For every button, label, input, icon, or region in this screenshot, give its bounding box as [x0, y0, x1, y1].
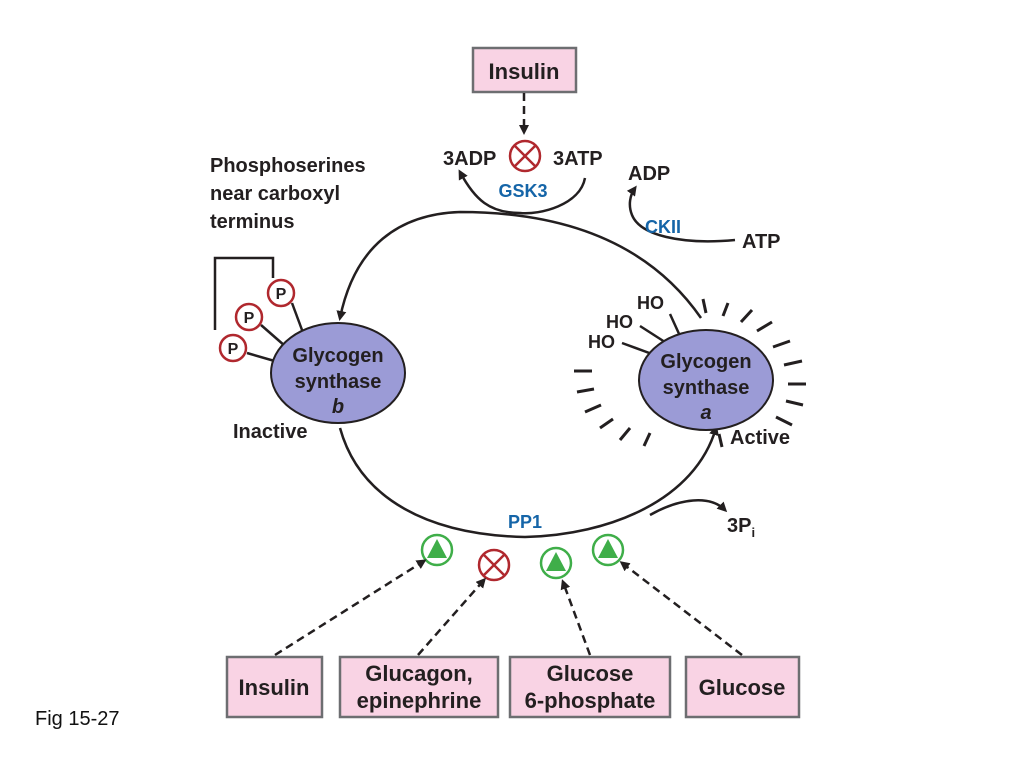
glycogen-synthase-b — [270, 322, 406, 424]
phosphoserines-line3: terminus — [210, 211, 294, 233]
enzyme-b-line2: synthase — [295, 371, 382, 393]
phosphoserines-line2: near carboxyl — [210, 183, 340, 205]
phosphate-label: P — [244, 310, 255, 327]
insulin-bottom-arrow — [274, 559, 427, 657]
glucose-6p-line2: 6-phosphate — [525, 688, 656, 713]
glucose-box — [684, 655, 801, 719]
epinephrine-label: epinephrine — [357, 688, 482, 713]
glucagon-epinephrine-box — [338, 655, 500, 719]
insulin-top-label: Insulin — [489, 59, 560, 84]
pp1-product-label: 3Pi — [727, 515, 755, 540]
glucose-6-phosphate-box — [508, 655, 672, 719]
enzyme-b-line3: b — [332, 396, 344, 418]
figure-caption: Fig 15-27 — [35, 708, 120, 730]
phosphate-icon — [234, 302, 264, 332]
hydroxyl-label: HO — [606, 312, 633, 332]
glucagon-label: Glucagon, — [365, 661, 473, 686]
phosphoserines-bracket — [213, 256, 275, 330]
gsk3-inhibit-icon — [508, 139, 542, 173]
pp1-effect-icon-g6p — [539, 546, 573, 580]
phosphate-icon — [266, 278, 296, 308]
pp1-effect-icon-insulin — [420, 533, 454, 567]
g6p-arrow — [560, 579, 592, 656]
activity-rays — [574, 298, 806, 448]
active-label: Active — [730, 427, 790, 449]
glycogen-synthase-a — [638, 329, 774, 431]
gsk3-out-label: 3ADP — [443, 148, 496, 170]
phosphoserines-line1: Phosphoserines — [210, 155, 366, 177]
insulin-top-box — [471, 46, 578, 94]
enzyme-a-line1: Glycogen — [660, 351, 751, 373]
gsk3-arc — [458, 169, 587, 215]
glucagon-arrow — [417, 577, 486, 656]
phosphate-icon — [218, 333, 248, 363]
hydroxyl-groups: HO HO HO — [588, 293, 682, 356]
hydroxyl-label: HO — [637, 293, 664, 313]
insulin-bottom-label: Insulin — [239, 675, 310, 700]
inactive-label: Inactive — [233, 421, 307, 443]
gsk3-enzyme-label: GSK3 — [498, 181, 547, 201]
pp1-effect-icon-glucose — [591, 533, 625, 567]
pp1-arc — [649, 499, 728, 517]
gsk3-in-label: 3ATP — [553, 148, 603, 170]
enzyme-a-line3: a — [700, 402, 711, 424]
pp1-inhibit-icon-glucagon — [477, 548, 511, 582]
cycle-arcs — [336, 210, 719, 539]
ckii-arc — [626, 185, 736, 243]
pp1-enzyme-label: PP1 — [508, 512, 542, 532]
enzyme-a-line2: synthase — [663, 377, 750, 399]
ckii-in-label: ATP — [742, 231, 781, 253]
phosphate-label: P — [276, 286, 287, 303]
glucose-label: Glucose — [699, 675, 786, 700]
phosphate-groups: P P P — [218, 278, 307, 364]
hydroxyl-label: HO — [588, 332, 615, 352]
ckii-out-label: ADP — [628, 163, 670, 185]
enzyme-b-line1: Glycogen — [292, 345, 383, 367]
ckii-enzyme-label: CKII — [645, 217, 681, 237]
glucose-6p-line1: Glucose — [547, 661, 634, 686]
phosphate-label: P — [228, 341, 239, 358]
insulin-bottom-box — [225, 655, 324, 719]
glucose-arrow — [619, 561, 743, 656]
